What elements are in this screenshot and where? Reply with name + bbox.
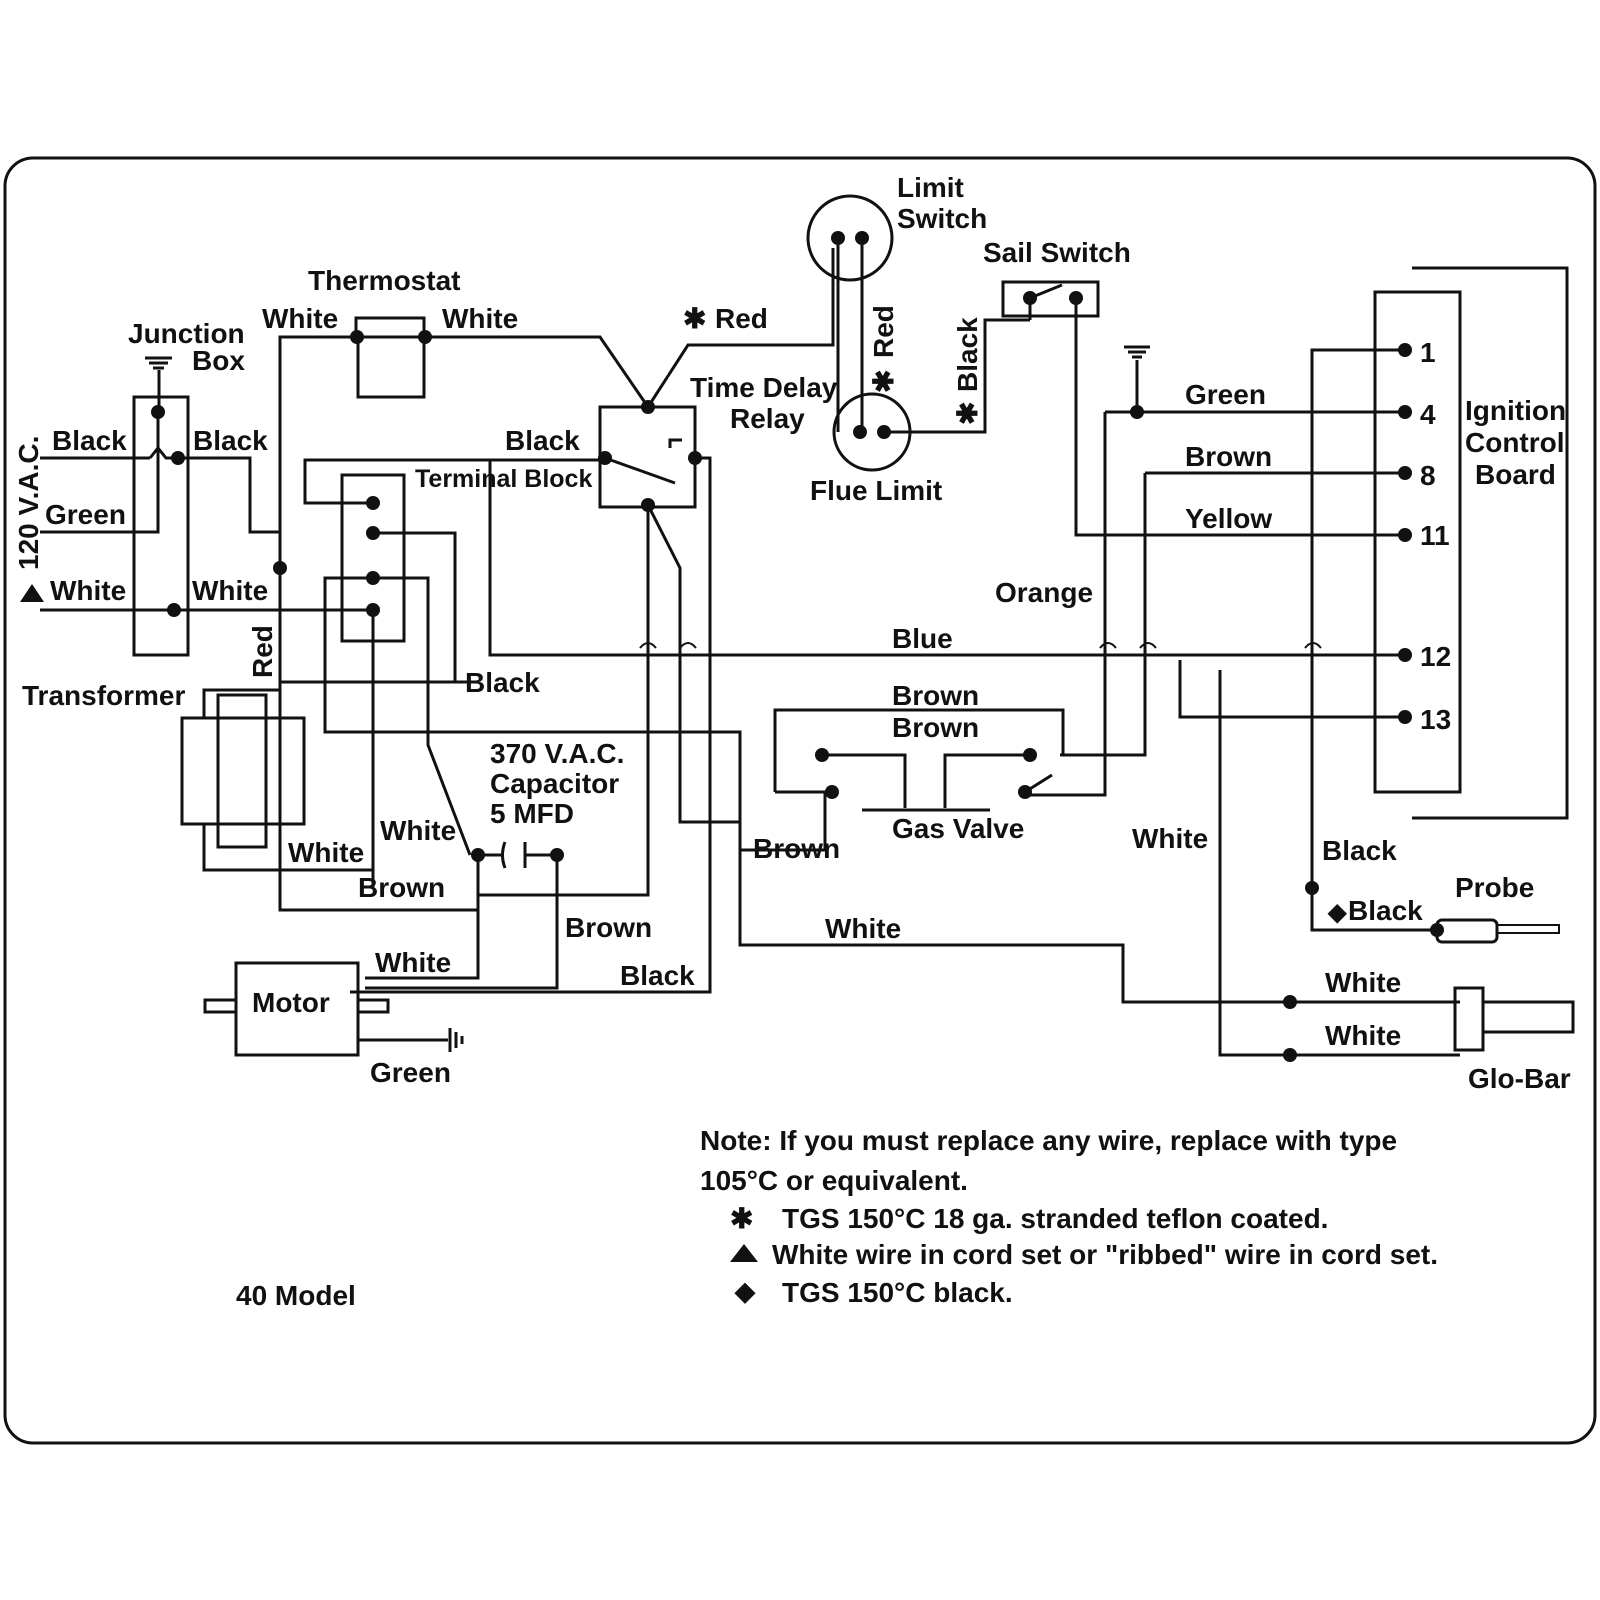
time-delay-relay <box>598 400 702 512</box>
gas-valve-label: Gas Valve <box>892 813 1024 844</box>
time-delay-label-2: Relay <box>730 403 805 434</box>
wire-label: Blue <box>892 623 953 654</box>
terminal-number: 8 <box>1420 460 1436 491</box>
capacitor-label-2: Capacitor <box>490 768 619 799</box>
diamond-marker-icon: ◆ <box>1327 899 1347 926</box>
diamond-marker-icon: ◆ <box>734 1276 756 1306</box>
wire-label: Orange <box>995 577 1093 608</box>
capacitor-label-1: 370 V.A.C. <box>490 738 624 769</box>
triangle-marker-icon <box>730 1244 758 1262</box>
flue-limit-label: Flue Limit <box>810 475 942 506</box>
wire-label: Green <box>1185 379 1266 410</box>
limit-switch <box>806 194 894 282</box>
motor <box>203 961 464 1057</box>
gas-valve <box>815 748 1053 812</box>
terminal-number: 12 <box>1420 641 1451 672</box>
star-marker-icon: ✱ <box>683 303 706 334</box>
transformer <box>180 688 372 872</box>
probe-label: Probe <box>1455 872 1534 903</box>
wire-label: Black <box>620 960 695 991</box>
terminal-number: 1 <box>1420 337 1436 368</box>
capacitor-label-3: 5 MFD <box>490 798 574 829</box>
capacitor <box>471 841 564 869</box>
glo-bar-label: Glo-Bar <box>1468 1063 1571 1094</box>
ignition-label-3: Board <box>1475 459 1556 490</box>
sail-switch-label: Sail Switch <box>983 237 1131 268</box>
wire-label: Brown <box>892 712 979 743</box>
terminal-number: 4 <box>1420 399 1436 430</box>
thermostat <box>350 316 432 399</box>
star-marker-icon: ✱ <box>730 1203 753 1234</box>
wire-label: Black <box>952 317 983 392</box>
junction-label-1: Junction <box>128 318 245 349</box>
wire-label: White <box>288 837 364 868</box>
glo-bar <box>1453 986 1575 1052</box>
wire-label: Red <box>247 625 278 678</box>
wire-label: White <box>262 303 338 334</box>
note-line-1: Note: If you must replace any wire, repl… <box>700 1125 1397 1156</box>
ignition-label-2: Control <box>1465 427 1565 458</box>
star-marker-icon: ✱ <box>868 370 899 393</box>
wire-label: Black <box>1348 895 1423 926</box>
wire-label: Black <box>52 425 127 456</box>
wire-label: White <box>1325 1020 1401 1051</box>
ignition-control-board <box>1373 266 1569 820</box>
wire-label: Green <box>45 499 126 530</box>
time-delay-label-1: Time Delay <box>690 372 838 403</box>
transformer-label: Transformer <box>22 680 185 711</box>
star-marker-icon: ✱ <box>952 402 983 425</box>
terminal-block-label: Terminal Block <box>415 465 592 493</box>
note-star: TGS 150°C 18 ga. stranded teflon coated. <box>782 1203 1328 1234</box>
wire-label: White <box>442 303 518 334</box>
wire-label: Black <box>505 425 580 456</box>
model-label: 40 Model <box>236 1280 356 1311</box>
wire-label: White <box>825 913 901 944</box>
probe <box>1430 918 1560 944</box>
note-diamond: TGS 150°C black. <box>782 1277 1013 1308</box>
note-line-2: 105°C or equivalent. <box>700 1165 968 1196</box>
diagram-frame <box>3 156 1597 1445</box>
voltage-label: 120 V.A.C. <box>13 436 44 570</box>
note-triangle: White wire in cord set or "ribbed" wire … <box>772 1239 1438 1270</box>
wire-label: Brown <box>892 680 979 711</box>
wire-label: Brown <box>565 912 652 943</box>
motor-label: Motor <box>252 987 330 1018</box>
triangle-marker-icon <box>20 584 44 602</box>
wire-label: White <box>1325 967 1401 998</box>
ignition-label-1: Ignition <box>1465 395 1566 426</box>
wire-label: Brown <box>1185 441 1272 472</box>
limit-switch-label-2: Switch <box>897 203 987 234</box>
wire-label: White <box>192 575 268 606</box>
wire-label: Green <box>370 1057 451 1088</box>
limit-switch-label-1: Limit <box>897 172 964 203</box>
ground-symbol-board <box>1124 345 1150 419</box>
wire-label: Brown <box>358 872 445 903</box>
junction-label-2: Box <box>192 345 245 376</box>
wire-label: Black <box>1322 835 1397 866</box>
wire-label: Red <box>715 303 768 334</box>
terminal-number: 11 <box>1420 520 1450 551</box>
wire-label: White <box>50 575 126 606</box>
wire-label: Yellow <box>1185 503 1272 534</box>
wire-label: Black <box>193 425 268 456</box>
wire-label: Brown <box>753 833 840 864</box>
terminal-number: 13 <box>1420 704 1451 735</box>
thermostat-label: Thermostat <box>308 265 460 296</box>
sail-switch <box>1001 280 1100 318</box>
wire-label: White <box>375 947 451 978</box>
wire-label: Black <box>465 667 540 698</box>
wire-label: White <box>380 815 456 846</box>
wire-label: Red <box>868 305 899 358</box>
wire-label: White <box>1132 823 1208 854</box>
